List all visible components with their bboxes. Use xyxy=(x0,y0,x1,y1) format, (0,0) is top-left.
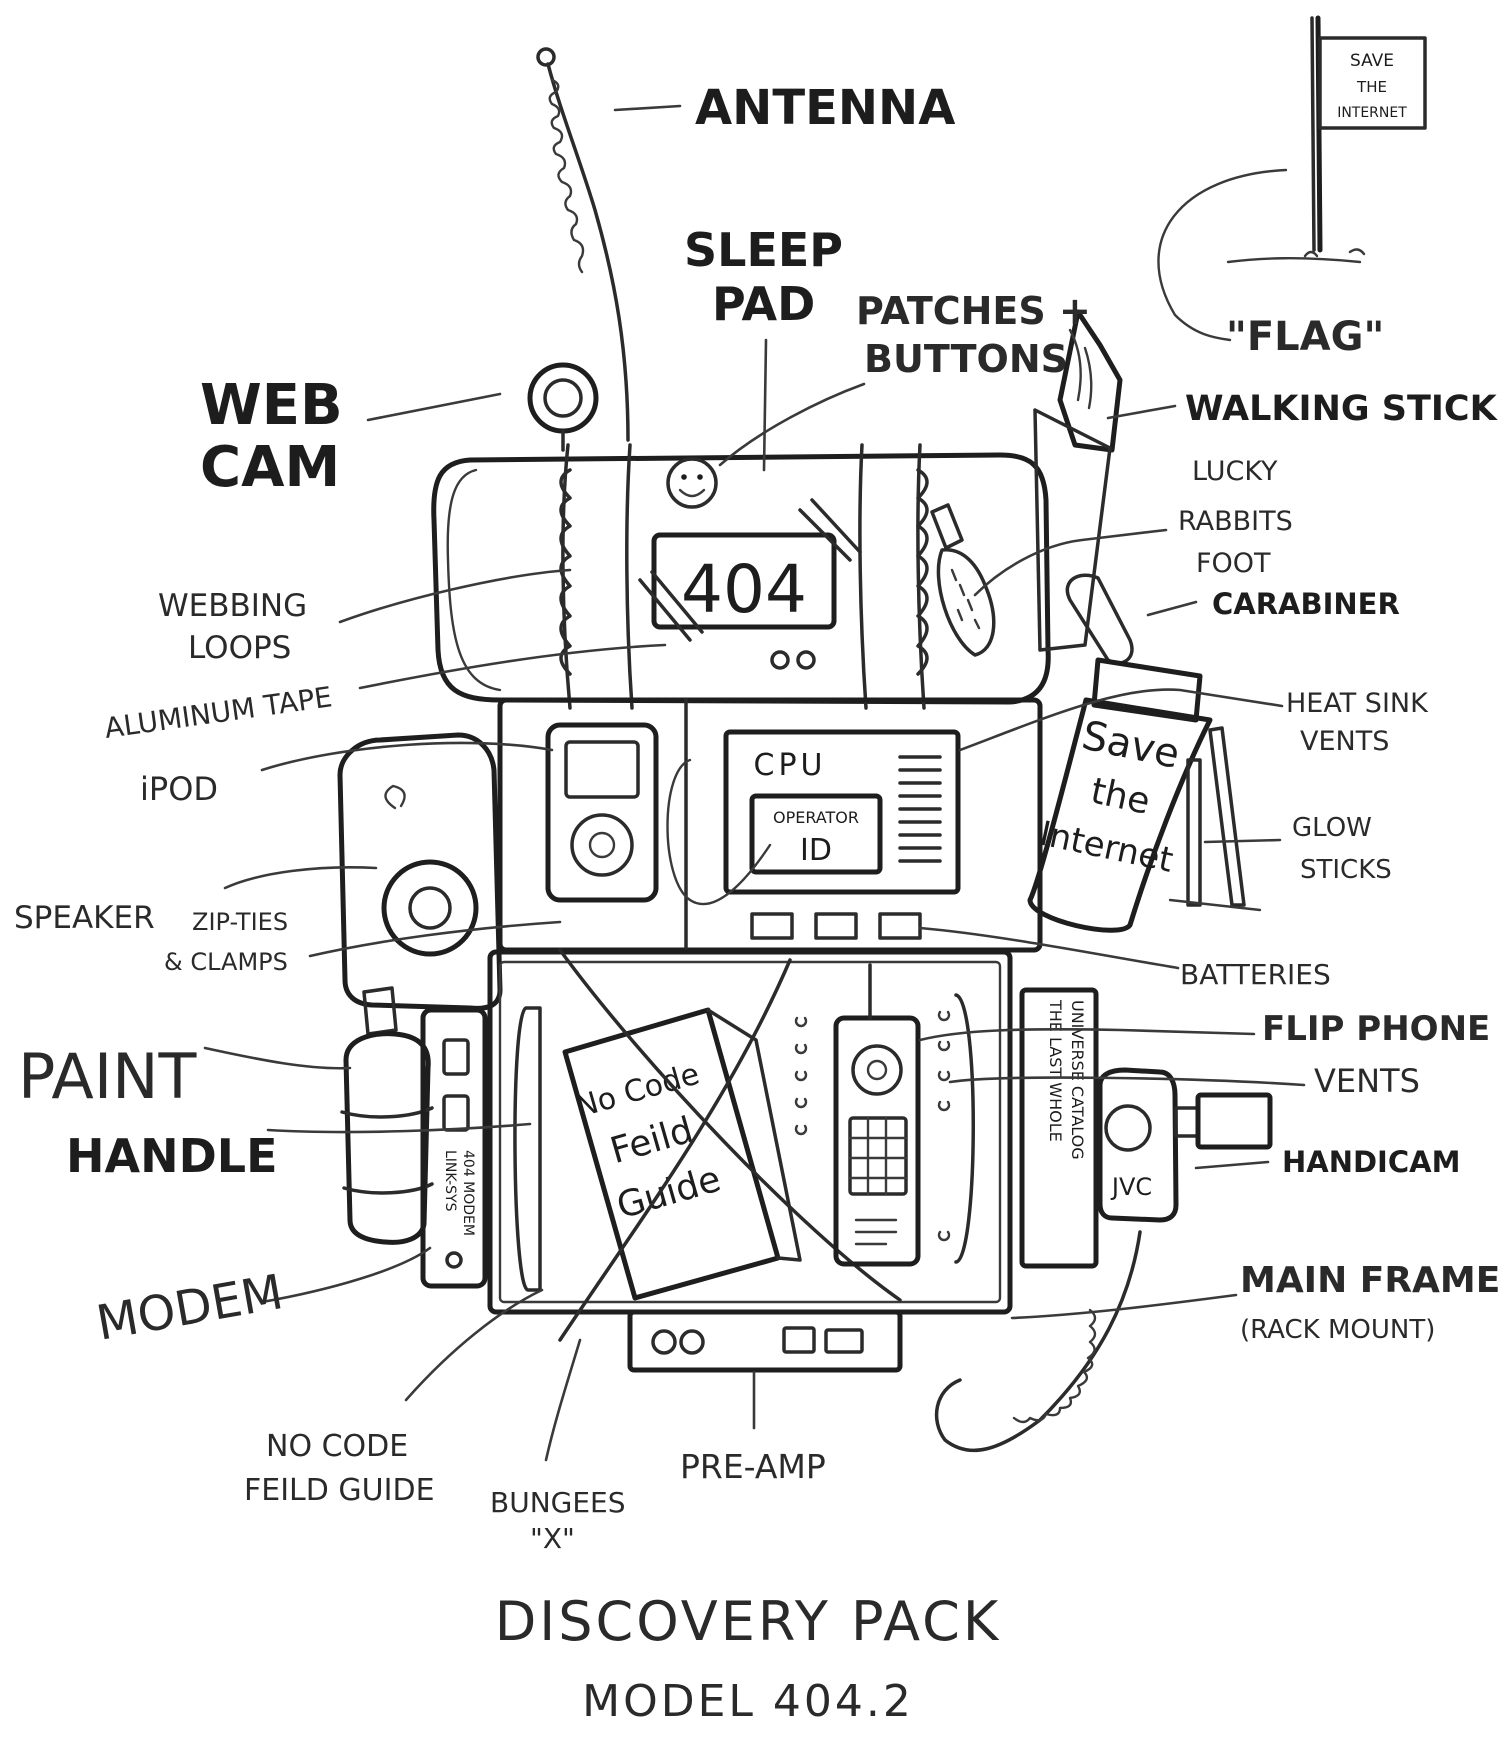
main-frame-drawing: No Code Feild Guide xyxy=(487,948,1013,1342)
bottle-text-1: Save xyxy=(1078,713,1184,778)
handicam-drawing: JVC xyxy=(934,1067,1273,1453)
carabiner-drawing xyxy=(1065,573,1134,665)
handicam-brand: JVC xyxy=(1110,1173,1152,1201)
caption-subtitle: MODEL 404.2 xyxy=(582,1676,914,1727)
label-rabbits-line-3: FOOT xyxy=(1196,548,1271,579)
web-cam-drawing xyxy=(527,362,599,452)
label-pre-amp: PRE-AMP xyxy=(680,1447,826,1486)
label-batteries: BATTERIES xyxy=(1180,958,1331,991)
label-patches-line-1: PATCHES + xyxy=(856,289,1091,333)
label-sleep-pad-line-1: SLEEP xyxy=(684,223,843,277)
label-flip-phone: FLIP PHONE xyxy=(1262,1009,1490,1049)
label-carabiner: CARABINER xyxy=(1212,587,1400,621)
operator-id-line-1: OPERATOR xyxy=(773,808,859,827)
label-main-frame-line-1: MAIN FRAME xyxy=(1240,1260,1498,1301)
water-bottle-drawing: Save the Internet xyxy=(1027,657,1213,933)
label-bungees-line-2: "X" xyxy=(530,1522,575,1555)
book-title-line-2: Feild xyxy=(606,1110,698,1172)
part-labels: ANTENNA SLEEP PAD PATCHES + BUTTONS "FLA… xyxy=(14,80,1498,1555)
label-walking-stick: WALKING STICK xyxy=(1185,389,1498,429)
modem-drawing: LINK-SYS 404 MODEM xyxy=(420,1007,488,1289)
label-webbing-line-2: LOOPS xyxy=(188,630,291,666)
label-field-guide-line-2: FEILD GUIDE xyxy=(244,1473,435,1508)
label-patches-line-2: BUTTONS xyxy=(864,337,1068,381)
label-field-guide-line-1: NO CODE xyxy=(266,1429,408,1464)
operator-id-line-2: ID xyxy=(800,833,832,868)
label-heat-sink-line-1: HEAT SINK xyxy=(1286,688,1429,719)
flag-sign-line-1: SAVE xyxy=(1350,51,1394,71)
label-zip-ties-line-2: & CLAMPS xyxy=(164,948,288,976)
label-vents: VENTS xyxy=(1314,1062,1420,1100)
label-antenna: ANTENNA xyxy=(695,80,955,136)
label-speaker: SPEAKER xyxy=(14,900,155,936)
label-bungees-line-1: BUNGEES xyxy=(490,1486,626,1519)
label-web-cam-line-1: WEB xyxy=(200,373,343,438)
error-404-panel: 404 xyxy=(681,551,807,628)
glow-sticks-drawing xyxy=(1168,726,1262,912)
label-rabbits-line-2: RABBITS xyxy=(1178,506,1293,537)
middle-section-drawing: CPU OPERATOR ID xyxy=(497,697,1043,953)
label-glow-line-2: STICKS xyxy=(1300,855,1392,885)
bottle-text-2: the xyxy=(1087,771,1153,823)
bottle-text-3: Internet xyxy=(1036,814,1176,881)
label-aluminum-tape: ALUMINUM TAPE xyxy=(102,680,334,745)
paint-can-drawing xyxy=(340,986,434,1245)
modem-text-line-2: 404 MODEM xyxy=(460,1150,476,1236)
cpu-label: CPU xyxy=(754,748,827,783)
pre-amp-drawing xyxy=(627,1309,903,1373)
flag-drawing: SAVE THE INTERNET xyxy=(1157,15,1427,342)
label-webbing-line-1: WEBBING xyxy=(158,588,307,624)
label-zip-ties-line-1: ZIP-TIES xyxy=(192,908,288,936)
speaker-drawing xyxy=(337,732,503,1011)
label-paint: PAINT xyxy=(18,1040,197,1113)
label-heat-sink-line-2: VENTS xyxy=(1300,726,1389,757)
leader-lines xyxy=(203,104,1306,1462)
antenna-drawing xyxy=(536,47,630,442)
label-ipod: iPOD xyxy=(140,770,218,808)
label-sleep-pad-line-2: PAD xyxy=(712,277,815,331)
caption: DISCOVERY PACK MODEL 404.2 xyxy=(495,1590,1002,1727)
label-rabbits-line-1: LUCKY xyxy=(1192,456,1278,487)
label-modem: MODEM xyxy=(92,1264,287,1352)
caption-title: DISCOVERY PACK xyxy=(495,1590,1002,1653)
label-handle: HANDLE xyxy=(66,1129,278,1183)
label-handicam: HANDICAM xyxy=(1282,1145,1460,1179)
label-main-frame-line-2: (RACK MOUNT) xyxy=(1240,1315,1435,1345)
flag-sign-line-3: INTERNET xyxy=(1337,105,1407,121)
label-flag: "FLAG" xyxy=(1226,314,1384,360)
label-glow-line-1: GLOW xyxy=(1292,813,1372,843)
modem-text-line-1: LINK-SYS xyxy=(442,1150,458,1212)
book-title-line-3: Guide xyxy=(612,1159,725,1228)
walking-stick-drawing xyxy=(1033,309,1123,652)
label-web-cam-line-2: CAM xyxy=(200,435,340,500)
sleep-pad-drawing: 404 xyxy=(431,443,1051,710)
catalog-spine-line-1: THE LAST WHOLE xyxy=(1046,999,1065,1142)
flag-sign-line-2: THE xyxy=(1356,78,1387,96)
catalog-drawing: THE LAST WHOLE UNIVERSE CATALOG xyxy=(1019,987,1099,1269)
catalog-spine-line-2: UNIVERSE CATALOG xyxy=(1068,1000,1087,1160)
